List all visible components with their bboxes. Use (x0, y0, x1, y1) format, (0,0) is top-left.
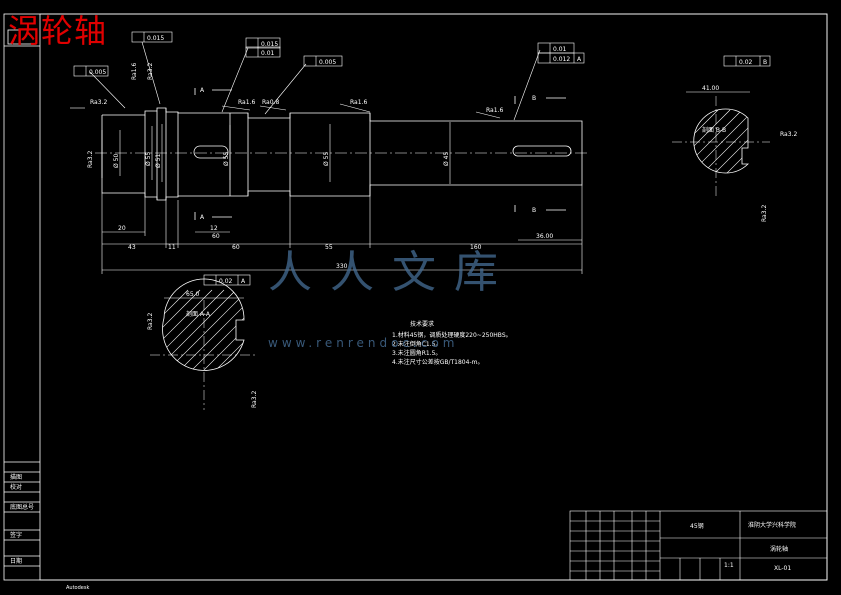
watermark-url: www.renrendoc.com (268, 336, 459, 350)
strip-5: 日期 (10, 557, 22, 565)
section-mark-a-top: A (200, 87, 205, 94)
tol-2: 0.015 (147, 35, 164, 42)
dim-11: 11 (168, 244, 176, 251)
material-cell: 45钢 (690, 522, 704, 530)
roughness-9: Ra3.2 (780, 131, 797, 138)
roughness-10: Ra3.2 (761, 205, 768, 222)
tech-req-heading: 技术要求 (410, 320, 434, 328)
tol-4: 0.01 (261, 50, 275, 57)
tech-req-line-2: 2.未注倒角C1.5。 (392, 340, 441, 348)
strip-3: 底图总号 (10, 503, 34, 511)
section-b-b (672, 91, 770, 196)
dim-55: 55 (325, 244, 333, 251)
watermark-logo: 人人文库 (268, 247, 516, 298)
dim-65: 65.0 (186, 291, 200, 298)
dimension-lines (101, 122, 583, 274)
section-mark-b-top: B (532, 95, 536, 102)
datum-a-ref-2: A (241, 278, 246, 285)
dim-330: 330 (336, 263, 348, 270)
datum-b-ref: B (763, 59, 767, 66)
dim-43: 43 (128, 244, 136, 251)
tech-req-line-4: 4.未注尺寸公差按GB/T1804-m。 (392, 358, 483, 366)
inner-frame (39, 13, 828, 581)
roughness-7: Ra3.2 (147, 63, 154, 80)
dia-2: Ø 55 (145, 152, 152, 166)
dia-1: Ø 50 (113, 154, 120, 168)
roughness-3: Ra1.6 (131, 63, 138, 80)
school-name: 淮阴大学兴科学院 (748, 521, 796, 529)
roughness-8: Ra1.6 (486, 107, 503, 114)
left-strip (4, 461, 40, 567)
leader-lines (70, 41, 541, 121)
keyway-b (512, 145, 572, 157)
drawing-number-box (7, 29, 37, 45)
section-mark-a-bot: A (200, 214, 205, 221)
dim-36: 36.00 (536, 233, 553, 240)
roughness-1: Ra3.2 (90, 99, 107, 106)
dim-41: 41.00 (702, 85, 719, 92)
roughness-4: Ra0.8 (262, 99, 279, 106)
tol-1: 0.005 (89, 69, 106, 76)
tol-7: 0.012 (553, 56, 570, 63)
section-mark-b-bot: B (532, 207, 536, 214)
dia-6: Ø 45 (443, 152, 450, 166)
hatch-b (693, 109, 748, 173)
title-block (569, 510, 828, 581)
roughness-11: Ra3.2 (147, 313, 154, 330)
keyway-a (193, 145, 229, 159)
dim-60a: 60 (212, 233, 220, 240)
tol-5: 0.005 (319, 59, 336, 66)
roughness-6: Ra1.6 (350, 99, 367, 106)
strip-1: 描图 (10, 473, 22, 481)
shaft-main-view (95, 88, 590, 220)
section-a-title: 剖面 A-A (186, 310, 211, 318)
part-name: 涡轮轴 (770, 545, 788, 553)
dim-20: 20 (118, 225, 126, 232)
tol-9: 0.02 (219, 278, 233, 285)
tolerance-frames (73, 31, 771, 286)
roughness-2: Ra3.2 (87, 151, 94, 168)
datum-a-ref: A (577, 56, 582, 63)
tol-3: 0.015 (261, 41, 278, 48)
drawing-number: XL-01 (774, 565, 791, 572)
tech-req-line-1: 1.材料45钢，调质处理硬度220~250HBS。 (392, 331, 512, 339)
dim-60b: 60 (232, 244, 240, 251)
tech-req-line-3: 3.未注圆角R1.5。 (392, 349, 441, 357)
hatch-a (162, 289, 245, 371)
drawing-title: 涡轮轴 (8, 12, 108, 50)
tol-8: 0.02 (739, 59, 753, 66)
dia-5: Ø 55 (323, 152, 330, 166)
strip-2: 校对 (10, 483, 22, 491)
dim-12: 12 (210, 225, 218, 232)
dim-160: 160 (470, 244, 482, 251)
tol-6: 0.01 (553, 46, 567, 53)
footer-label: Autodesk (66, 585, 90, 591)
dia-4: Ø 55 (223, 152, 230, 166)
scale-cell: 1:1 (724, 562, 734, 569)
section-b-title: 剖面 B-B (702, 126, 726, 134)
dia-3: Ø 51 (155, 154, 162, 168)
roughness-12: Ra3.2 (251, 391, 258, 408)
strip-4: 签字 (10, 531, 22, 539)
roughness-5: Ra1.6 (238, 99, 255, 106)
